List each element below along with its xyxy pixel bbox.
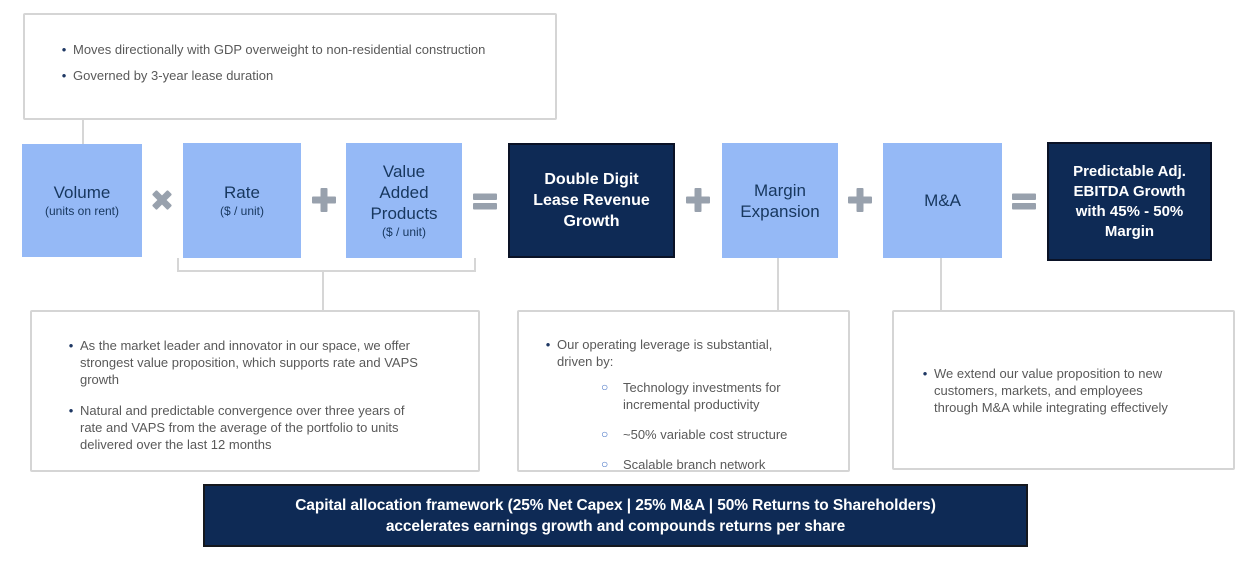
list-item: • Our operating leverage is substantial,… bbox=[539, 336, 840, 370]
box-subtitle: ($ / unit) bbox=[219, 204, 264, 218]
multiply-icon bbox=[148, 186, 176, 214]
box-title: Margin Expansion bbox=[740, 180, 820, 221]
box-subtitle: ($ / unit) bbox=[381, 225, 426, 239]
plus-icon bbox=[684, 186, 712, 214]
formula-box-rate: Rate ($ / unit) bbox=[183, 143, 301, 258]
list-item: • Moves directionally with GDP overweigh… bbox=[55, 41, 539, 58]
connector-line bbox=[82, 120, 84, 144]
bullet-icon: • bbox=[68, 338, 74, 353]
connector-line bbox=[940, 258, 942, 310]
capital-allocation-banner: Capital allocation framework (25% Net Ca… bbox=[203, 484, 1028, 547]
box-title: Double Digit Lease Revenue Growth bbox=[533, 171, 650, 230]
callout-text: Natural and predictable convergence over… bbox=[80, 403, 405, 452]
formula-box-lease-revenue-growth: Double Digit Lease Revenue Growth bbox=[508, 143, 675, 258]
callout-text: As the market leader and innovator in ou… bbox=[80, 338, 418, 387]
plus-icon bbox=[310, 186, 338, 214]
bullet-icon: • bbox=[61, 42, 67, 57]
list-item: • Natural and predictable convergence ov… bbox=[62, 402, 466, 453]
connector-line bbox=[474, 258, 476, 272]
equals-icon bbox=[471, 186, 499, 214]
connector-line bbox=[777, 258, 779, 310]
circle-bullet-icon: ○ bbox=[601, 457, 609, 471]
connector-line bbox=[177, 270, 476, 272]
formula-box-ma: M&A bbox=[883, 143, 1002, 258]
box-subtitle: (units on rent) bbox=[44, 204, 120, 218]
connector-line bbox=[322, 272, 324, 310]
bullet-icon: • bbox=[61, 68, 67, 83]
callout-text: Technology investments for incremental p… bbox=[623, 380, 781, 412]
list-item: • Governed by 3-year lease duration bbox=[55, 67, 539, 84]
formula-box-value-added-products: Value Added Products ($ / unit) bbox=[346, 143, 462, 258]
formula-box-volume: Volume (units on rent) bbox=[22, 144, 142, 257]
list-item: • We extend our value proposition to new… bbox=[916, 365, 1168, 416]
callout-text: Our operating leverage is substantial, d… bbox=[557, 337, 773, 369]
plus-icon bbox=[846, 186, 874, 214]
circle-bullet-icon: ○ bbox=[601, 380, 609, 394]
box-title: Rate bbox=[224, 183, 260, 202]
connector-line bbox=[177, 258, 179, 272]
list-item: ○ Technology investments for incremental… bbox=[601, 379, 840, 413]
callout-text: Governed by 3-year lease duration bbox=[73, 68, 274, 83]
list-item: ○ Scalable branch network bbox=[601, 456, 840, 473]
middle-callout-box: • Our operating leverage is substantial,… bbox=[517, 310, 850, 472]
box-title: M&A bbox=[924, 191, 961, 210]
list-item: • As the market leader and innovator in … bbox=[62, 337, 466, 388]
formula-box-margin-expansion: Margin Expansion bbox=[722, 143, 838, 258]
banner-text: Capital allocation framework (25% Net Ca… bbox=[295, 496, 936, 535]
callout-text: We extend our value proposition to new c… bbox=[934, 365, 1168, 415]
formula-box-ebitda-growth: Predictable Adj. EBITDA Growth with 45% … bbox=[1047, 142, 1212, 261]
box-title: Value Added Products bbox=[370, 162, 438, 223]
callout-text: Moves directionally with GDP overweight … bbox=[73, 42, 486, 57]
left-callout-box: • As the market leader and innovator in … bbox=[30, 310, 480, 472]
circle-bullet-icon: ○ bbox=[601, 427, 609, 441]
box-title: Predictable Adj. EBITDA Growth with 45% … bbox=[1073, 162, 1186, 240]
callout-text: ~50% variable cost structure bbox=[623, 427, 788, 442]
right-callout-box: • We extend our value proposition to new… bbox=[892, 310, 1235, 470]
box-title: Volume bbox=[53, 183, 111, 202]
list-item: ○ ~50% variable cost structure bbox=[601, 426, 840, 443]
equals-icon bbox=[1010, 186, 1038, 214]
top-callout-box: • Moves directionally with GDP overweigh… bbox=[23, 13, 557, 120]
bullet-icon: • bbox=[922, 365, 928, 381]
callout-text: Scalable branch network bbox=[623, 457, 766, 472]
bullet-icon: • bbox=[545, 337, 551, 352]
bullet-icon: • bbox=[68, 403, 74, 418]
